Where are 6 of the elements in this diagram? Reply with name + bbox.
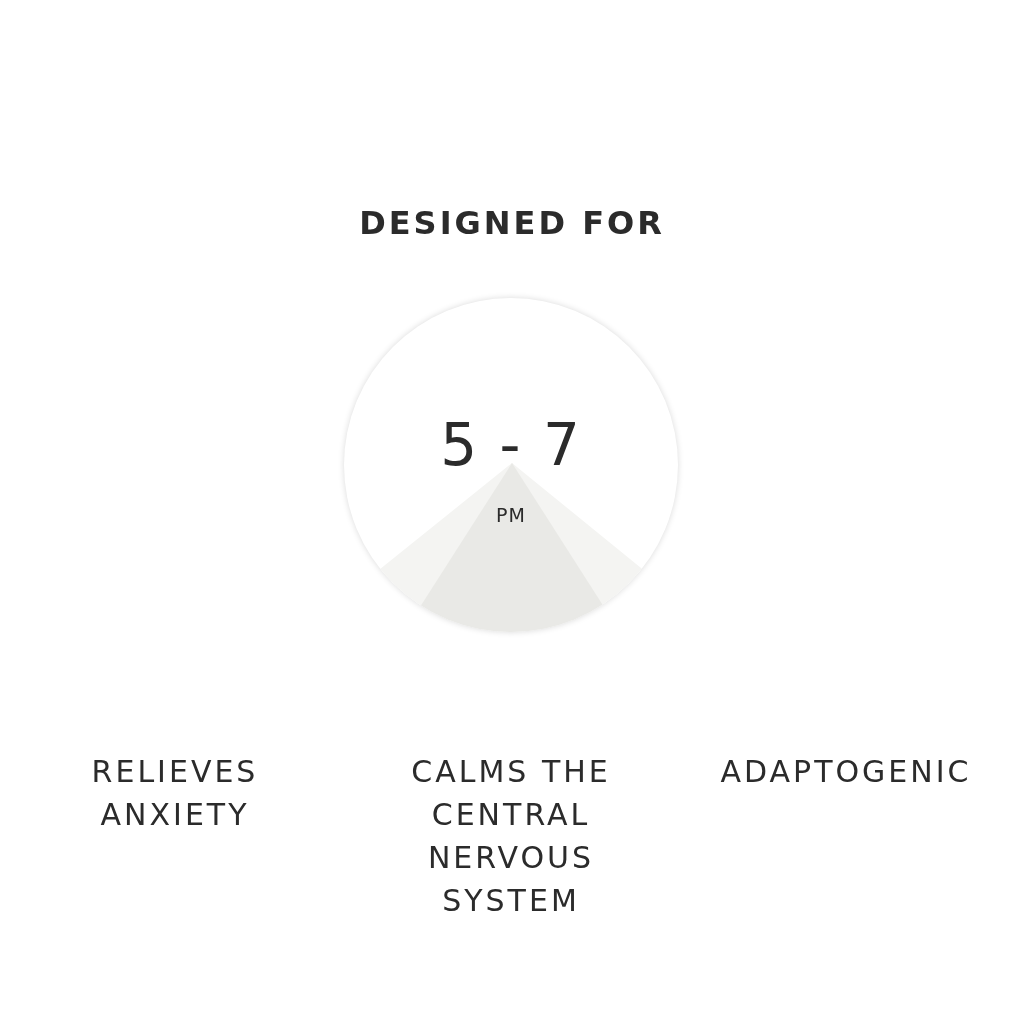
benefit-label: RELIEVES ANXIETY [91,754,259,832]
time-period-text: PM [495,504,527,526]
heading: DESIGNED FOR [359,204,665,242]
benefit-label: ADAPTOGENIC [720,754,972,789]
time-range-text: 5 - 7 [439,410,583,480]
benefit-label: CALMS THE CENTRAL NERVOUS SYSTEM [411,754,611,918]
